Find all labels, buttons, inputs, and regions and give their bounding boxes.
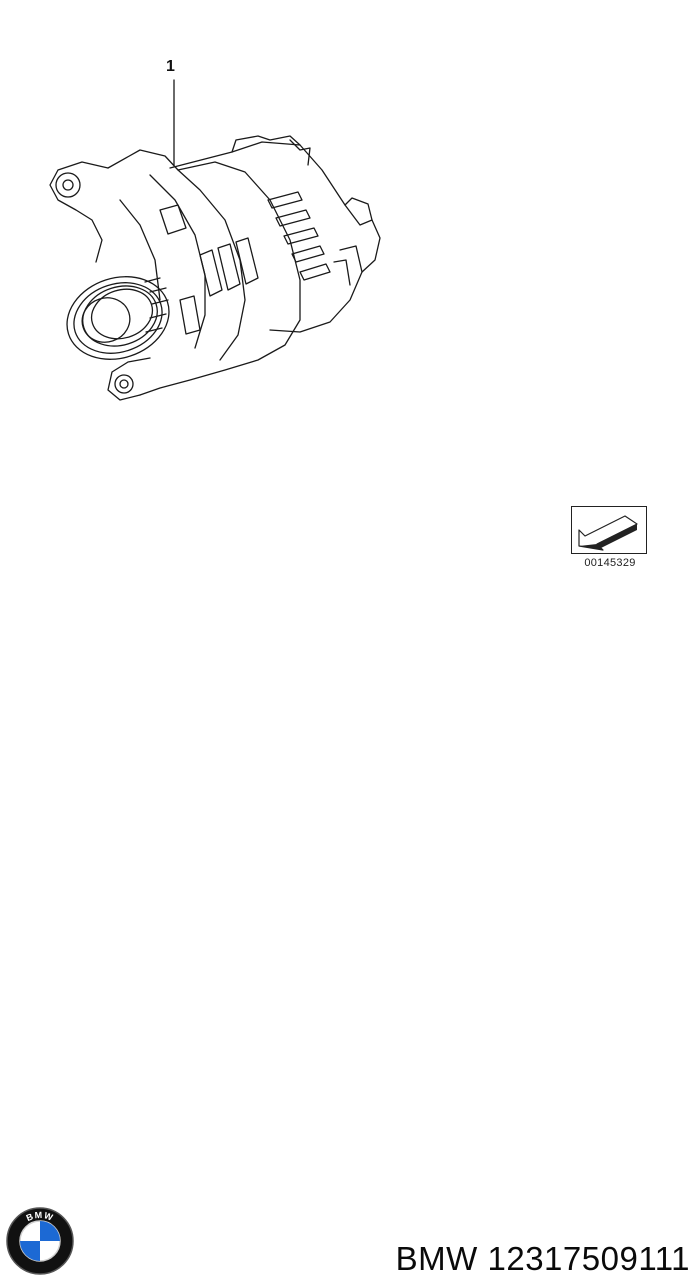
lower-mount-ear: [107, 357, 151, 401]
brand-name: BMW: [395, 1240, 478, 1277]
footer: BMW BMW 12317509111: [0, 600, 700, 1277]
part-number: 12317509111: [487, 1240, 690, 1277]
upper-mount-ear: [49, 161, 109, 263]
part-label: BMW 12317509111: [396, 1240, 690, 1278]
reference-arrow-box: [571, 506, 647, 554]
pulley-outer: [66, 276, 170, 360]
reference-number: 00145329: [584, 557, 636, 569]
rear-housing: [169, 141, 381, 333]
callout-label: 1: [166, 58, 175, 75]
pulley-hub: [81, 297, 131, 343]
front-housing: [107, 149, 301, 396]
bmw-roundel-icon: BMW: [6, 1207, 74, 1275]
alternator-drawing: [49, 79, 381, 401]
